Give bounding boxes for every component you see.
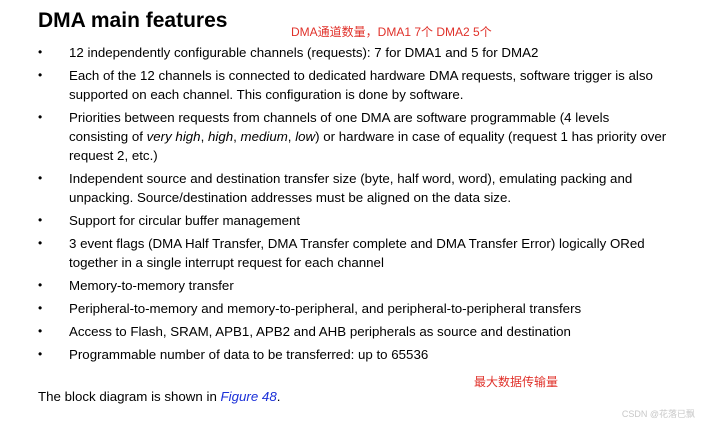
feature-item: • Each of the 12 channels is connected t…: [38, 66, 668, 104]
bullet-icon: •: [38, 278, 43, 292]
bullet-icon: •: [38, 324, 43, 338]
feature-item: • 3 event flags (DMA Half Transfer, DMA …: [38, 234, 668, 272]
feature-item: • Peripheral-to-memory and memory-to-per…: [38, 299, 668, 318]
block-diagram-reference: The block diagram is shown in Figure 48.: [38, 387, 280, 406]
bullet-icon: •: [38, 347, 43, 361]
feature-item: • 12 independently configurable channels…: [38, 43, 668, 62]
reference-prefix: The block diagram is shown in: [38, 389, 221, 404]
feature-item: • Access to Flash, SRAM, APB1, APB2 and …: [38, 322, 668, 341]
feature-text: Independent source and destination trans…: [69, 171, 633, 205]
feature-text: Each of the 12 channels is connected to …: [69, 68, 653, 102]
feature-text-part: Priorities between requests from channel…: [69, 110, 610, 144]
feature-text: Priorities between requests from channel…: [69, 110, 666, 163]
priority-low: low: [295, 129, 316, 144]
feature-item: • Independent source and destination tra…: [38, 169, 668, 207]
priority-very-high: very high: [146, 129, 201, 144]
feature-text-part: ) or hardware in case of equality (reque…: [69, 129, 667, 163]
annotation-max-transfer: 最大数据传输量: [474, 375, 559, 389]
priority-high: high: [207, 129, 234, 144]
feature-item: • Memory-to-memory transfer: [38, 276, 668, 295]
annotation-channel-count: DMA通道数量，DMA1 7个 DMA2 5个: [291, 25, 492, 39]
section-heading: DMA main features: [38, 9, 228, 32]
bullet-icon: •: [38, 45, 43, 59]
separator: ,: [287, 129, 296, 144]
feature-text: Peripheral-to-memory and memory-to-perip…: [69, 301, 582, 316]
bullet-icon: •: [38, 171, 43, 185]
feature-text: 3 event flags (DMA Half Transfer, DMA Tr…: [69, 236, 645, 270]
bullet-icon: •: [38, 301, 43, 315]
bullet-icon: •: [38, 213, 43, 227]
separator: ,: [200, 129, 208, 144]
feature-item: • Programmable number of data to be tran…: [38, 345, 668, 364]
bullet-icon: •: [38, 236, 43, 250]
feature-item: • Support for circular buffer management: [38, 211, 668, 230]
csdn-watermark: CSDN @花落已飘: [621, 409, 695, 419]
reference-suffix: .: [276, 389, 281, 404]
feature-text: Memory-to-memory transfer: [69, 278, 234, 293]
separator: ,: [233, 129, 241, 144]
feature-text: 12 independently configurable channels (…: [69, 45, 539, 60]
feature-list: • 12 independently configurable channels…: [38, 43, 668, 368]
priority-medium: medium: [240, 129, 288, 144]
feature-item: • Priorities between requests from chann…: [38, 108, 668, 165]
bullet-icon: •: [38, 110, 43, 124]
feature-text: Support for circular buffer management: [69, 213, 301, 228]
figure-link[interactable]: Figure 48: [220, 389, 277, 404]
feature-text: Programmable number of data to be transf…: [69, 347, 429, 362]
feature-text: Access to Flash, SRAM, APB1, APB2 and AH…: [69, 324, 571, 339]
bullet-icon: •: [38, 68, 43, 82]
